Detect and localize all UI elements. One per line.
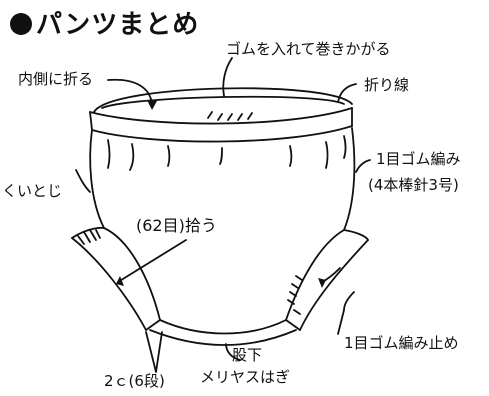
crotch-edge (159, 319, 287, 335)
arrow-fold-in (147, 100, 157, 110)
label-stockinette-graft: メリヤスはぎ (200, 368, 291, 386)
right-leg-rib-outer (343, 229, 369, 241)
body-left-side (89, 129, 105, 229)
arrow-pickup-right (318, 278, 326, 288)
label-pickup: (62目)拾う (136, 216, 217, 235)
label-width-rows: 2ｃ(6段) (104, 372, 165, 390)
body-right-side (343, 127, 356, 231)
bullet-icon (10, 13, 32, 35)
waistband-top-edge (93, 87, 353, 113)
left-leg-rib-outer (71, 226, 105, 239)
label-needle: (4本棒針3号) (368, 176, 459, 194)
label-rib-bindoff: 1目ゴム編み止め (344, 334, 459, 352)
left-leg-opening (103, 227, 161, 321)
waistband-front-top (89, 107, 353, 125)
label-fold-line: 折り線 (364, 76, 410, 94)
waistband-inner-edge (101, 95, 345, 109)
label-rubber: ゴムを入れて巻きかがる (226, 40, 391, 58)
arrow-pickup-left (116, 276, 124, 286)
title-text: パンツまとめ (36, 10, 200, 40)
right-leg-opening (285, 229, 345, 321)
waistband-front-bottom (91, 125, 353, 143)
label-kuitoji: くいとじ (2, 182, 63, 200)
label-crotch: 股下 (232, 346, 263, 364)
label-fold-in: 内側に折る (18, 70, 94, 88)
label-rib: 1目ゴム編み (376, 150, 461, 168)
page-title: パンツまとめ (10, 4, 199, 41)
